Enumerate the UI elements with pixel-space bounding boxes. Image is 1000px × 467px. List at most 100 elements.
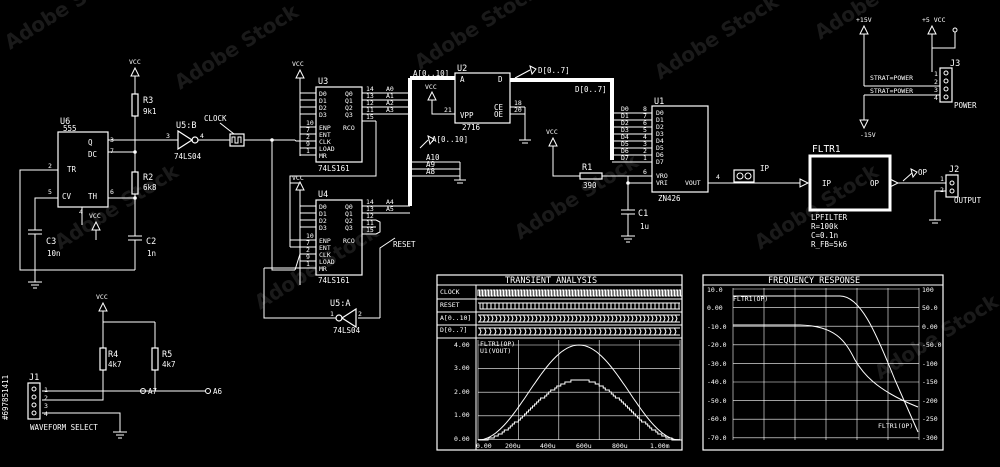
bus-transition bbox=[527, 314, 530, 323]
u6-part: 555 bbox=[63, 124, 77, 133]
freq-magnitude-trace bbox=[733, 295, 919, 433]
x-tick: 800u bbox=[612, 442, 628, 450]
watermark-text: Adobe Stock bbox=[410, 0, 543, 74]
u3-pin-1: 1 bbox=[306, 147, 310, 155]
bus-transition bbox=[671, 314, 674, 323]
clock-net-label: CLOCK bbox=[204, 114, 227, 123]
u4-pin-q1: Q1 bbox=[345, 210, 353, 218]
c1-value: 1u bbox=[640, 222, 649, 231]
transient-panel: TRANSIENT ANALYSIS CLOCK RESET A[0..10] … bbox=[436, 274, 683, 451]
power-section: +15V +5 VCC STRAT=POWER STRAT=POWER -15V… bbox=[856, 16, 977, 139]
d-bus-line bbox=[510, 78, 614, 160]
y-right-tick: -200 bbox=[922, 397, 938, 405]
bus-transition bbox=[604, 327, 607, 336]
bus-transition bbox=[583, 314, 586, 323]
row-label-a: A[0..10] bbox=[440, 314, 471, 322]
bus-transition bbox=[484, 327, 487, 336]
bus-transition bbox=[489, 327, 492, 336]
u3-out-12: 12 bbox=[366, 99, 374, 107]
bus-transition bbox=[603, 314, 606, 323]
bus-transition bbox=[547, 314, 550, 323]
a-bus-label-2: A[0..10] bbox=[432, 135, 468, 144]
row-label-d: D[0..7] bbox=[440, 326, 467, 334]
d-net-label: D6 bbox=[621, 147, 629, 155]
c3-value: 10n bbox=[47, 249, 61, 258]
bus-transition bbox=[483, 314, 486, 323]
fltr1-out: OP bbox=[870, 179, 880, 188]
u4-pin-d3: D3 bbox=[319, 224, 327, 232]
u4-pin-load: LOAD bbox=[319, 258, 335, 266]
u6-cv-wire bbox=[34, 197, 58, 230]
u1-pin-d5: D5 bbox=[656, 144, 664, 152]
bus-transition bbox=[559, 327, 562, 336]
r2-ref: R2 bbox=[143, 173, 153, 183]
bus-transition bbox=[555, 314, 558, 323]
u3-pin-clk: CLK bbox=[319, 138, 331, 146]
pin-icon bbox=[943, 94, 949, 100]
bus-transition bbox=[531, 314, 534, 323]
u6-pin-tr: TR bbox=[67, 165, 77, 174]
y-left-tick: -30.0 bbox=[707, 360, 727, 368]
transient-x-ticks: 0.00 200u 400u 600u 800u 1.00m bbox=[476, 442, 670, 450]
j3-pin-1: 1 bbox=[934, 70, 938, 78]
y-right-tick: 50.0 bbox=[922, 304, 938, 312]
u1-in-num: 5 bbox=[643, 126, 647, 134]
bus-transition bbox=[571, 314, 574, 323]
fltr1-spec-3: R_FB=5k6 bbox=[811, 240, 848, 249]
u6-tr-wire bbox=[19, 169, 135, 271]
reset-leader bbox=[379, 237, 396, 250]
j3-caption: POWER bbox=[954, 101, 977, 110]
u1-in-num: 7 bbox=[643, 112, 647, 120]
u3-body bbox=[315, 86, 363, 163]
bus-transition bbox=[667, 314, 670, 323]
u4-out-15: 15 bbox=[366, 226, 374, 234]
u2-pin-d: D bbox=[498, 75, 503, 84]
bus-transition bbox=[529, 327, 532, 336]
c2-ref: C2 bbox=[146, 237, 156, 247]
bus-transition bbox=[659, 314, 662, 323]
freq-y-right: 100 50.0 0.00 -50.0 -100 -150 -200 -250 … bbox=[922, 286, 942, 442]
bus-transition bbox=[659, 327, 662, 336]
watermark-text: Adobe Stock bbox=[0, 0, 133, 54]
transient-title: TRANSIENT ANALYSIS bbox=[505, 276, 597, 286]
u2-body bbox=[454, 72, 511, 124]
u3-pin-q3: Q3 bbox=[345, 111, 353, 119]
bus-transition bbox=[655, 314, 658, 323]
bus-transition bbox=[507, 314, 510, 323]
vcc-label: VCC bbox=[425, 83, 437, 91]
bus-transition bbox=[551, 314, 554, 323]
j3-pin-2: 2 bbox=[934, 78, 938, 86]
d-net-label: D7 bbox=[621, 154, 629, 162]
fltr1-spec-0: LPFILTER bbox=[811, 213, 848, 222]
wire bbox=[932, 32, 956, 49]
bus-transition bbox=[663, 314, 666, 323]
u3-pin-q0: Q0 bbox=[345, 90, 353, 98]
j1-body bbox=[27, 382, 41, 420]
u4-pin-ent: ENT bbox=[319, 244, 331, 252]
pin-icon bbox=[943, 78, 949, 84]
u6-pin-dc: DC bbox=[88, 150, 97, 159]
u3-pin-9: 9 bbox=[306, 140, 310, 148]
u5b-part: 74LS04 bbox=[174, 152, 202, 161]
transient-grid bbox=[477, 340, 681, 440]
bus-transition bbox=[675, 314, 678, 323]
clock-to-u4 bbox=[271, 140, 295, 271]
j2-ref: J2 bbox=[949, 165, 959, 175]
bus-transition bbox=[589, 327, 592, 336]
waveform-select: VCC R4 4k7 R5 4k7 A7 A6 J1 1 2 3 4 WAVEF… bbox=[27, 293, 223, 439]
vcc-label: VCC bbox=[96, 293, 108, 301]
watermark-text: Adobe Stock bbox=[650, 0, 783, 84]
bus-transition bbox=[543, 314, 546, 323]
u4-out-12: 12 bbox=[366, 212, 374, 220]
u6-pin-q: Q bbox=[88, 138, 93, 147]
u3-out-13: 13 bbox=[366, 92, 374, 100]
a8-label: A8 bbox=[426, 167, 436, 176]
stock-id: #697851411 bbox=[1, 375, 10, 420]
u4-pin-d2: D2 bbox=[319, 217, 327, 225]
u5a-pin1: 1 bbox=[330, 310, 334, 318]
y-right-tick: -250 bbox=[922, 415, 938, 423]
u3-pin-d1: D1 bbox=[319, 97, 327, 105]
x-tick: 400u bbox=[540, 442, 556, 450]
u4-out-14: 14 bbox=[366, 198, 374, 206]
row-label-reset: RESET bbox=[440, 301, 460, 309]
